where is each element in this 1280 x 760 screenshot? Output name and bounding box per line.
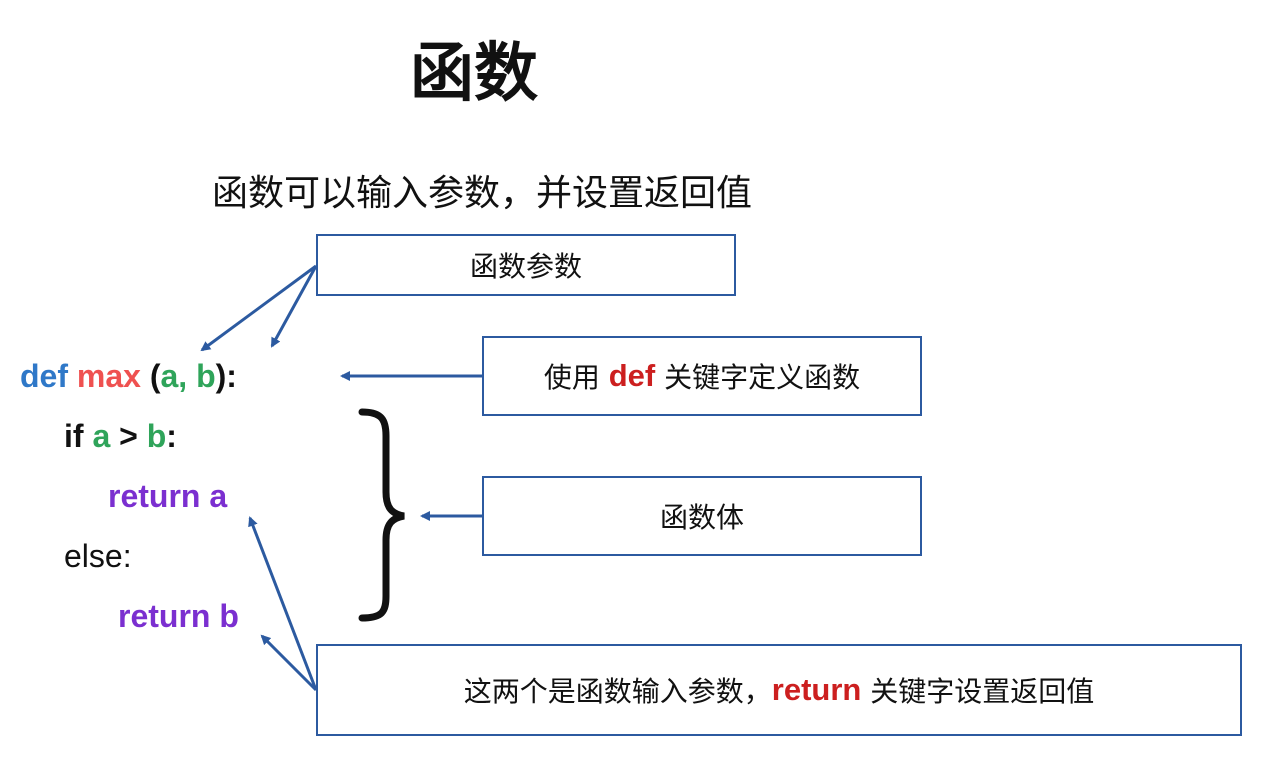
return-keyword-a: return	[108, 478, 201, 514]
return-label-keyword: return	[771, 672, 862, 707]
body-label: 函数体	[659, 501, 744, 534]
code-line-if: if a > b:	[64, 416, 177, 456]
def-label-box: 使用 def 关键字定义函数	[482, 336, 922, 416]
code-line-def: def max (a, b):	[20, 356, 237, 396]
return-label-prefix: 这两个是函数输入参数，	[463, 675, 772, 708]
else-keyword: else:	[64, 538, 132, 574]
open-paren: (	[140, 358, 161, 394]
subtitle: 函数可以输入参数，并设置返回值	[212, 173, 753, 214]
function-name: max	[76, 358, 141, 394]
page-title: 函数	[410, 37, 538, 111]
return-label-suffix: 关键字设置返回值	[861, 675, 1095, 708]
params-label-box: 函数参数	[316, 234, 736, 296]
def-keyword: def	[20, 358, 68, 394]
body-label-box: 函数体	[482, 476, 922, 556]
arrow-to-param-b	[270, 265, 318, 348]
param-a: a	[160, 358, 179, 394]
code-line-else: else:	[64, 536, 132, 576]
if-keyword: if	[64, 418, 84, 454]
return-keyword-b: return	[118, 598, 211, 634]
code-line-return-a: return a	[108, 476, 227, 516]
return-label-box: 这两个是函数输入参数，return 关键字设置返回值	[316, 644, 1242, 736]
return-value-b: b	[219, 598, 239, 634]
arrow-to-return-b	[260, 634, 318, 692]
def-label-prefix: 使用	[543, 361, 609, 394]
param-b: b	[196, 358, 216, 394]
body-brace	[358, 408, 405, 622]
params-label: 函数参数	[469, 250, 582, 283]
def-label-keyword: def	[608, 358, 656, 393]
arrow-to-param-a	[200, 264, 317, 352]
param-comma: ,	[178, 358, 197, 394]
return-value-a: a	[209, 478, 228, 514]
arrow-to-return-a	[248, 516, 318, 691]
if-a: a	[92, 418, 111, 454]
gt-operator: >	[110, 418, 147, 454]
close-paren: ):	[215, 358, 237, 394]
if-b: b	[146, 418, 167, 454]
code-line-return-b: return b	[118, 596, 239, 636]
def-label-suffix: 关键字定义函数	[655, 361, 861, 394]
if-colon: :	[166, 418, 177, 454]
